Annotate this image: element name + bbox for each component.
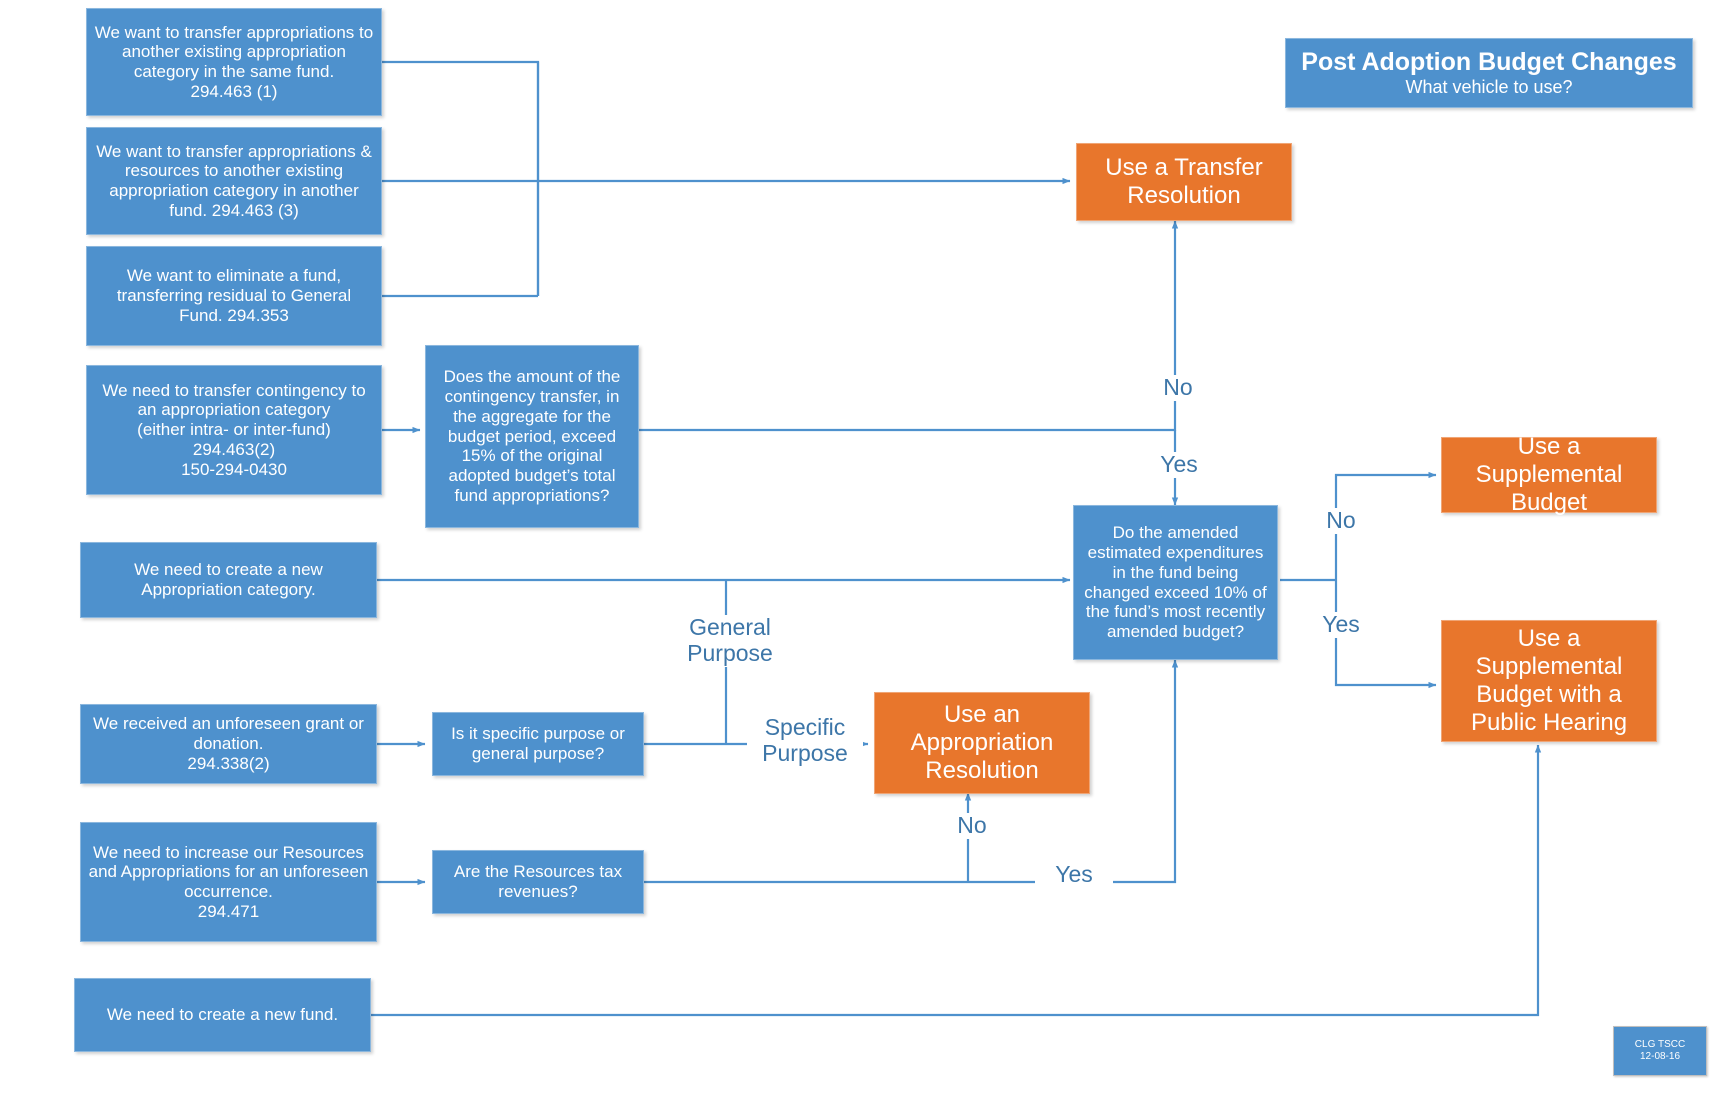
decision-box-amended-10-percent[interactable]: Do the amended estimated expenditures in… [1073, 505, 1278, 660]
input-box-unforeseen-grant[interactable]: We received an unforeseen grant or donat… [80, 704, 377, 784]
input-box-eliminate-fund[interactable]: We want to eliminate a fund, transferrin… [86, 246, 382, 346]
outcome-box-supplemental-budget-hearing[interactable]: Use a Supplemental Budget with a Public … [1441, 620, 1657, 742]
edge-label-tax-yes: Yes [1035, 861, 1113, 888]
input-box-new-appropriation-category[interactable]: We need to create a new Appropriation ca… [80, 542, 377, 618]
input-box-transfer-another-fund[interactable]: We want to transfer appropriations & res… [86, 127, 382, 235]
outcome-box-transfer-resolution[interactable]: Use a Transfer Resolution [1076, 143, 1292, 221]
edge-label-amended-no: No [1307, 507, 1375, 534]
decision-box-specific-or-general-purpose[interactable]: Is it specific purpose or general purpos… [432, 712, 644, 776]
edge-label-specific-purpose: Specific Purpose [747, 714, 863, 767]
input-box-transfer-contingency[interactable]: We need to transfer contingency to an ap… [86, 365, 382, 495]
document-stamp: CLG TSCC 12-08-16 [1613, 1026, 1707, 1076]
chart-title-box: Post Adoption Budget Changes What vehicl… [1285, 38, 1693, 108]
edge-label-amended-yes: Yes [1302, 611, 1380, 638]
input-box-new-fund[interactable]: We need to create a new fund. [74, 978, 371, 1052]
decision-box-contingency-15-percent[interactable]: Does the amount of the contingency trans… [425, 345, 639, 528]
stamp-line-1: CLG TSCC [1634, 1038, 1686, 1050]
outcome-box-appropriation-resolution[interactable]: Use an Appropriation Resolution [874, 692, 1090, 794]
edge-label-tax-no: No [940, 812, 1004, 839]
decision-box-resources-tax-revenues[interactable]: Are the Resources tax revenues? [432, 850, 644, 914]
outcome-box-supplemental-budget[interactable]: Use a Supplemental Budget [1441, 433, 1657, 516]
chart-title-subtitle: What vehicle to use? [1405, 76, 1573, 97]
chart-title-main: Post Adoption Budget Changes [1301, 47, 1677, 76]
input-box-unforeseen-occurrence[interactable]: We need to increase our Resources and Ap… [80, 822, 377, 942]
edge-label-contingency-no: No [1143, 374, 1213, 401]
stamp-line-2: 12-08-16 [1639, 1051, 1681, 1062]
edge-label-contingency-yes: Yes [1139, 451, 1219, 478]
edge-label-general-purpose: General Purpose [672, 614, 788, 667]
input-box-transfer-same-fund[interactable]: We want to transfer appropriations to an… [86, 8, 382, 116]
